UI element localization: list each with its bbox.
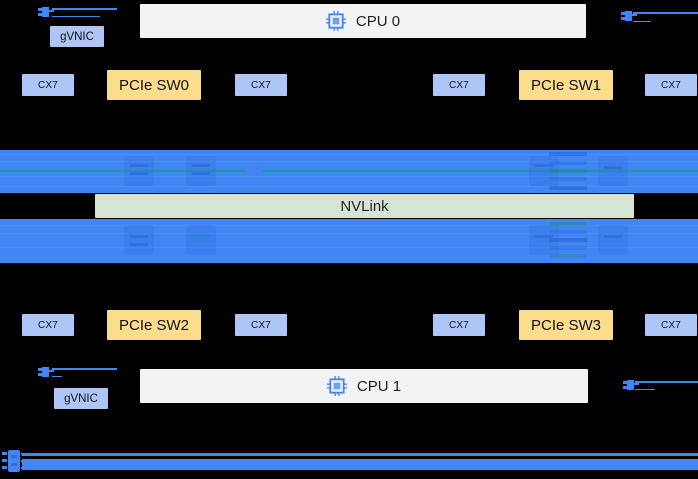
gvnic-link-top-left-2: [52, 16, 100, 17]
network-bar: [22, 459, 698, 470]
cx7-label: CX7: [250, 319, 272, 331]
gpu-icon: [180, 221, 222, 266]
gpu-icon: [180, 152, 222, 197]
cpu1-box[interactable]: CPU 1: [140, 369, 588, 403]
cx7-box[interactable]: CX7: [235, 314, 287, 336]
gpu-icon: [592, 221, 634, 266]
gvnic-link-top-right-2: [633, 21, 651, 22]
gpu-band-top: [0, 150, 698, 193]
gvnic-box-top-left[interactable]: gVNIC: [50, 26, 104, 47]
gvnic-link-bottom-left: [52, 368, 117, 370]
cx7-label: CX7: [37, 79, 59, 91]
cx7-box[interactable]: CX7: [22, 74, 74, 96]
cx7-label: CX7: [660, 79, 682, 91]
pcie-sw2-box[interactable]: PCIe SW2: [107, 310, 201, 340]
network-line-top: [22, 453, 698, 456]
gpu-icon: [523, 152, 565, 197]
cx7-box[interactable]: CX7: [235, 74, 287, 96]
nic-icon: [623, 379, 639, 398]
cpu0-label: CPU 0: [355, 12, 401, 30]
cx7-box[interactable]: CX7: [433, 74, 485, 96]
pcie-sw1-label: PCIe SW1: [530, 76, 602, 94]
cx7-box[interactable]: CX7: [645, 314, 697, 336]
gvnic-link-top-left: [52, 8, 117, 10]
pcie-sw0-label: PCIe SW0: [118, 76, 190, 94]
nic-icon: [38, 6, 54, 25]
cx7-box[interactable]: CX7: [433, 314, 485, 336]
pcie-sw1-box[interactable]: PCIe SW1: [519, 70, 613, 100]
nvlink-box[interactable]: NVLink: [95, 194, 634, 218]
gvnic-label: gVNIC: [64, 392, 98, 405]
gvnic-label: gVNIC: [60, 30, 94, 43]
gpu-icon: [118, 152, 160, 197]
gvnic-box-bottom-left[interactable]: gVNIC: [54, 388, 108, 409]
network-icon: [2, 448, 32, 479]
gpu-icon: [545, 220, 591, 267]
cpu-chip-icon: [326, 376, 347, 396]
gvnic-link-bottom-left-2: [52, 376, 62, 377]
nvlink-label: NVLink: [340, 197, 389, 215]
cpu0-box[interactable]: CPU 0: [140, 4, 586, 38]
gvnic-link-top-right: [633, 12, 698, 14]
cx7-label: CX7: [660, 319, 682, 331]
nic-icon: [621, 10, 637, 29]
cx7-box[interactable]: CX7: [645, 74, 697, 96]
gpu-icon: [592, 152, 634, 197]
gpu-icon: [545, 150, 591, 198]
gpu-icon: [523, 221, 565, 266]
pcie-sw3-box[interactable]: PCIe SW3: [519, 310, 613, 340]
pcie-sw2-label: PCIe SW2: [118, 316, 190, 334]
cx7-label: CX7: [37, 319, 59, 331]
pcie-sw3-label: PCIe SW3: [530, 316, 602, 334]
gpu-icon: [118, 221, 160, 266]
cx7-label: CX7: [250, 79, 272, 91]
gvnic-link-bottom-right: [635, 381, 698, 383]
cx7-label: CX7: [448, 319, 470, 331]
cpu1-label: CPU 1: [356, 377, 402, 395]
gvnic-link-bottom-right-2: [635, 389, 655, 390]
cx7-label: CX7: [448, 79, 470, 91]
gpu-band-bottom: [0, 219, 698, 263]
cx7-box[interactable]: CX7: [22, 314, 74, 336]
pcie-sw0-box[interactable]: PCIe SW0: [107, 70, 201, 100]
nic-icon: [38, 366, 54, 385]
cpu-chip-icon: [325, 11, 346, 31]
